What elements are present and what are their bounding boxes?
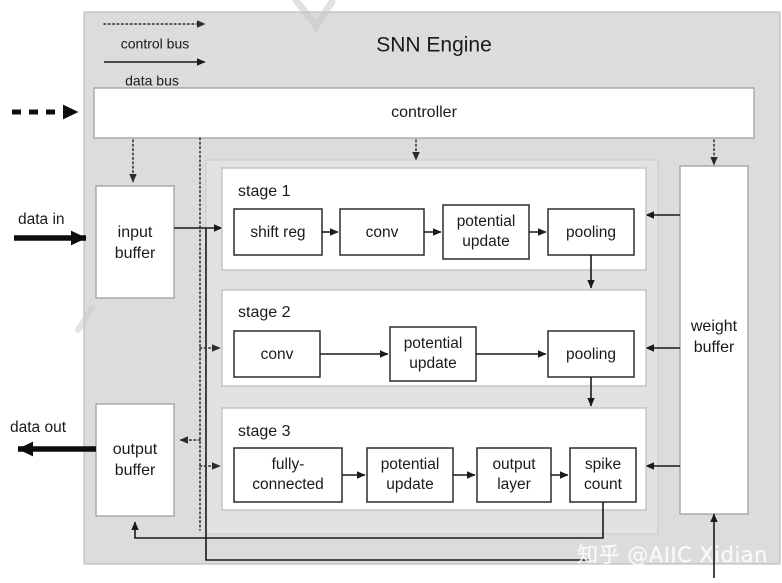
page-title: SNN Engine [376, 34, 492, 57]
input-buffer-label-line1: input [118, 224, 153, 241]
stage3-unit-spike-count-label-line1: spike [585, 456, 621, 473]
stage1-unit-pooling-label: pooling [566, 224, 616, 241]
stage1-unit-conv [339, 208, 425, 256]
stage1-unit-potential-update [442, 204, 530, 260]
legend-control-bus-label: control bus [121, 36, 189, 52]
stage3-unit-output-layer-label-line1: output [492, 456, 536, 473]
stage1-unit-shift-reg-label: shift reg [250, 224, 305, 241]
output-buffer-label-line1: output [113, 441, 158, 458]
stage3-unit-spike-count [569, 447, 637, 503]
stage1-unit-shift-reg [233, 208, 323, 256]
stage2-unit-potential-update-label-line1: potential [404, 335, 463, 352]
stage3-unit-fully-connected-label-line1: fully- [272, 456, 305, 473]
weight-buffer-box [679, 165, 749, 515]
output-buffer-box [95, 403, 175, 517]
stage3-unit-potential-update-label-line2: update [386, 476, 433, 493]
controller-box [93, 87, 755, 139]
stage1-unit-potential-update-label-line2: update [462, 233, 509, 250]
stage3-unit-output-layer [476, 447, 552, 503]
stage3-unit-potential-update-label-line1: potential [381, 456, 440, 473]
data-in-label: data in [18, 211, 65, 228]
stage1-unit-pooling [547, 208, 635, 256]
data-out-label: data out [10, 419, 67, 436]
stage2-unit-potential-update-label-line2: update [409, 355, 456, 372]
wire-spikecount-to-output-buffer [131, 502, 604, 539]
controller-label: controller [391, 104, 457, 121]
weight-buffer-label-line2: buffer [694, 339, 735, 356]
stage2-unit-pooling-label: pooling [566, 346, 616, 363]
watermark-strokes [75, 0, 336, 333]
weight-buffer-label-line1: weight [690, 318, 738, 335]
legend-data-bus-label: data bus [125, 73, 179, 89]
stage1-unit-potential-update-label-line1: potential [457, 213, 516, 230]
stage-3-label: stage 3 [238, 423, 291, 440]
output-buffer-label-line2: buffer [115, 462, 156, 479]
input-buffer-box [95, 185, 175, 299]
wire-input-data-spine [205, 228, 590, 561]
stage2-unit-conv-label: conv [261, 346, 294, 363]
stage-1-label: stage 1 [238, 183, 291, 200]
stage3-unit-fully-connected-label-line2: connected [252, 476, 324, 493]
stage3-unit-output-layer-label-line2: layer [497, 476, 531, 493]
stage-2-label: stage 2 [238, 304, 291, 321]
stage1-unit-conv-label: conv [366, 224, 399, 241]
input-buffer-label-line2: buffer [115, 245, 156, 262]
stage3-unit-potential-update [366, 447, 454, 503]
stage3-unit-fully-connected [233, 447, 343, 503]
stage3-unit-spike-count-label-line2: count [584, 476, 623, 493]
stage2-unit-potential-update [389, 326, 477, 382]
